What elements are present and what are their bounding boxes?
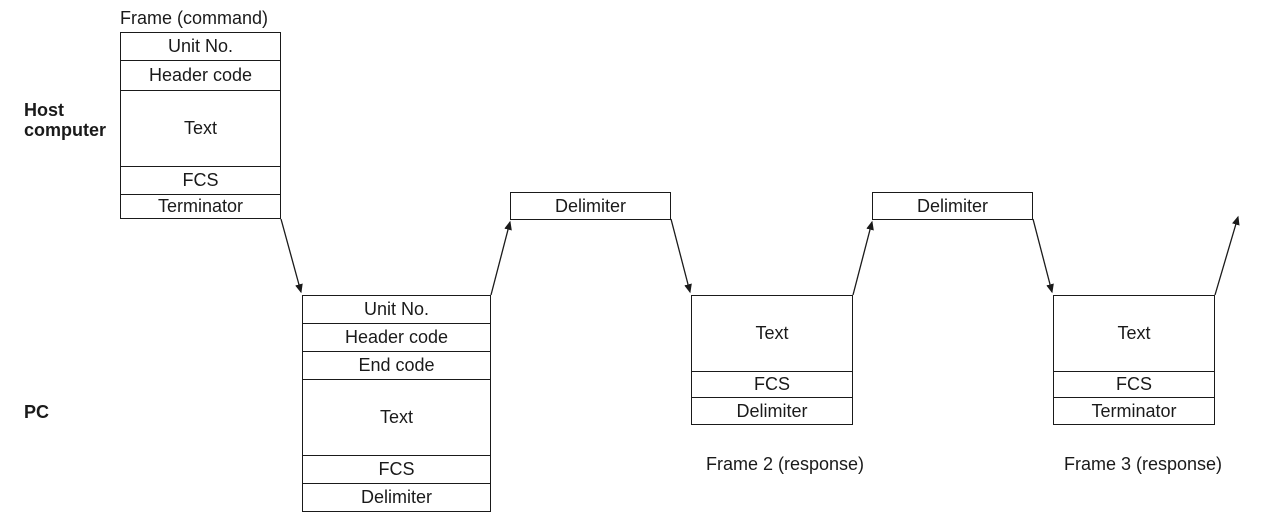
resp3-text-cell: Text [1054, 296, 1214, 372]
arrow-host-to-pc-2 [1032, 218, 1054, 294]
arrow-pc-to-host-3 [1214, 215, 1240, 296]
pc-label: PC [24, 402, 50, 422]
host-label-line1: Host [24, 100, 64, 120]
arrow-pc-to-host-1 [490, 220, 512, 296]
host-label-line2: computer [24, 120, 107, 140]
resp1-delimiter-cell: Delimiter [360, 487, 432, 507]
resp1-unit-no-cell: Unit No. [303, 296, 490, 324]
resp3-fcs-cell: FCS [1054, 372, 1214, 398]
resp1-end-code-cell: End code [303, 352, 490, 380]
cmd-unit-no-cell: Unit No. [121, 33, 280, 61]
arrow-pc-to-host-2 [852, 220, 874, 296]
frame2-caption: Frame 2 (response) [706, 454, 865, 474]
arrow-host-to-pc-1 [670, 218, 692, 294]
arrow-command-to-pc [280, 218, 303, 294]
resp2-text-cell: Text [692, 296, 852, 372]
host-delimiter-box-1: Delimiter [510, 192, 671, 220]
resp1-header-code-cell: Header code [303, 324, 490, 352]
resp3-terminator-cell: Terminator [1091, 400, 1177, 421]
cmd-terminator-cell: Terminator [157, 196, 244, 216]
cmd-header-code-cell: Header code [121, 61, 280, 91]
resp1-fcs-cell: FCS [303, 456, 490, 484]
host-computer-label: Host computer [24, 100, 106, 140]
response-frame-1: Unit No. Header code End code Text FCS D… [302, 295, 491, 512]
resp2-delimiter-cell: Delimiter [736, 400, 808, 421]
resp2-fcs-cell: FCS [692, 372, 852, 398]
response-frame-3: Text FCS Terminator [1053, 295, 1215, 425]
host-delimiter-box-2: Delimiter [872, 192, 1033, 220]
response-frame-2: Text FCS Delimiter [691, 295, 853, 425]
frame-command-label: Frame (command) [120, 8, 269, 28]
cmd-text-cell: Text [121, 91, 280, 167]
command-frame: Unit No. Header code Text FCS Terminator [120, 32, 281, 219]
cmd-fcs-cell: FCS [121, 167, 280, 195]
frame3-caption: Frame 3 (response) [1064, 454, 1223, 474]
resp1-text-cell: Text [303, 380, 490, 456]
